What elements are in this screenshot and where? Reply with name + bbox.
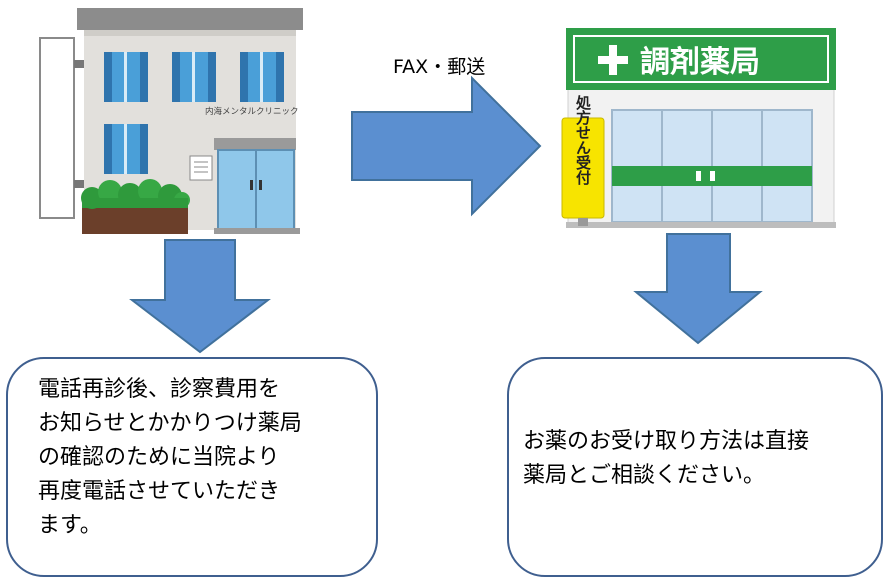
pharmacy-cross-icon — [598, 45, 628, 75]
clinic-hedge — [81, 179, 190, 234]
clinic-side-sign — [39, 37, 75, 219]
pharmacy-down-arrow — [633, 233, 763, 345]
pharmacy-side-sign — [561, 117, 605, 226]
clinic-name: 内海メンタルクリニック — [205, 106, 299, 117]
clinic-door — [214, 138, 296, 231]
pharmacy-building: 調剤薬局 処方せん受付 — [561, 28, 836, 228]
clinic-window — [104, 124, 148, 174]
pharmacy-info-box: お薬のお受け取り方法は直接 薬局とご相談ください。 — [507, 357, 883, 577]
fax-arrow — [351, 75, 542, 217]
pharmacy-info-text: お薬のお受け取り方法は直接 薬局とご相談ください。 — [523, 429, 810, 488]
clinic-window — [104, 52, 148, 102]
pharmacy-glass-front — [611, 109, 813, 223]
clinic-roof — [77, 8, 303, 30]
clinic-building: 内海メンタルクリニック — [39, 8, 303, 234]
clinic-window — [172, 52, 216, 102]
clinic-info-box: 電話再診後、診察費用を お知らせとかかりつけ薬局 の確認のために当院より 再度電… — [6, 357, 378, 577]
clinic-notice — [189, 155, 213, 181]
pharmacy-side-sign-text: 処方せん受付 — [574, 94, 592, 186]
fax-mail-label: FAX・郵送 — [393, 56, 486, 78]
clinic-down-arrow — [129, 239, 271, 354]
pharmacy-sign: 調剤薬局 — [640, 45, 760, 80]
clinic-info-text: 電話再診後、診察費用を お知らせとかかりつけ薬局 の確認のために当院より 再度電… — [38, 377, 302, 538]
clinic-window — [240, 52, 284, 102]
